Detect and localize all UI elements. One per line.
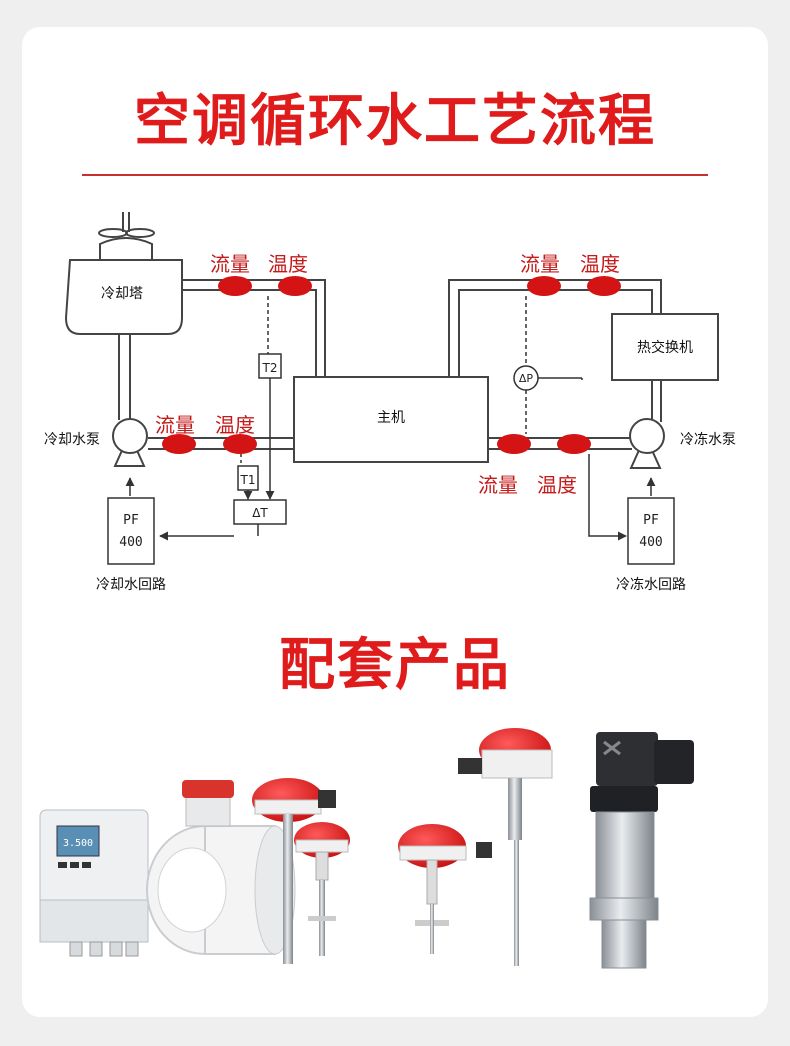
sensor-temp-bottom-left — [223, 434, 257, 454]
sensor-labels: 流量 温度 流量 温度 流量 温度 流量 温度 — [155, 252, 620, 497]
pf-left-line2: 400 — [119, 535, 142, 550]
sensor-flow-bottom-right — [497, 434, 531, 454]
label-flow-top-left: 流量 — [210, 252, 250, 276]
cooling-tower: 冷却塔 — [64, 212, 183, 335]
cooling-loop-label: 冷却水回路 — [96, 577, 166, 593]
delta-p-label: ΔP — [519, 372, 534, 385]
title-divider — [82, 174, 708, 176]
cooling-tower-label: 冷却塔 — [101, 286, 143, 302]
t1-label: T1 — [240, 473, 256, 487]
sensor-temp-top-left — [278, 276, 312, 296]
pf-right-line1: PF — [643, 513, 659, 528]
flowmeter-product: 3.500 — [39, 780, 296, 957]
pressure-differential — [513, 296, 583, 434]
sensor-flow-bottom-left — [162, 434, 196, 454]
sensor-flow-top-right — [527, 276, 561, 296]
chilled-pump: 冷冻水泵 — [629, 418, 736, 469]
pressure-transmitter-product — [589, 732, 694, 969]
cooling-pump-label: 冷却水泵 — [44, 432, 100, 448]
temperature-instrumentation — [159, 296, 287, 541]
flowmeter-display-value: 3.500 — [63, 838, 93, 849]
label-temp-bottom-left: 温度 — [215, 413, 255, 437]
label-flow-bottom-right: 流量 — [478, 473, 518, 497]
chilled-pump-label: 冷冻水泵 — [680, 431, 736, 448]
label-flow-top-right: 流量 — [520, 252, 560, 276]
chilled-loop-label: 冷冻水回路 — [616, 576, 686, 593]
temperature-sensor-product-2 — [294, 822, 350, 956]
label-temp-top-right: 温度 — [580, 252, 620, 276]
pf-left-line1: PF — [123, 513, 139, 528]
page-title: 空调循环水工艺流程 — [134, 89, 656, 154]
main-unit: 主机 — [293, 376, 489, 463]
pf400-right: PF 400 冷冻水回路 — [588, 454, 686, 593]
sensor-flow-top-left — [218, 276, 252, 296]
sensor-temp-bottom-right — [557, 434, 591, 454]
label-temp-top-left: 温度 — [268, 252, 308, 276]
label-flow-bottom-left: 流量 — [155, 413, 195, 437]
heat-exchanger: 热交换机 — [611, 313, 719, 381]
pf400-left: PF 400 冷却水回路 — [96, 477, 166, 593]
t2-label: T2 — [262, 361, 278, 375]
delta-t-label: ΔT — [252, 506, 268, 520]
heat-exchanger-label: 热交换机 — [637, 339, 693, 356]
temperature-sensor-product-1 — [252, 778, 336, 964]
pf-right-line2: 400 — [639, 535, 662, 550]
temperature-sensor-product-4 — [458, 728, 553, 966]
section-title: 配套产品 — [279, 633, 511, 698]
label-temp-bottom-right: 温度 — [537, 473, 577, 497]
sensors — [162, 276, 621, 454]
temperature-sensor-product-3 — [398, 824, 492, 954]
process-flow-diagram: 冷却塔 主机 热交换机 冷却水泵 冷冻水泵 — [44, 212, 736, 593]
cooling-pump: 冷却水泵 — [44, 418, 148, 467]
main-unit-label: 主机 — [377, 410, 405, 426]
sensor-temp-top-right — [587, 276, 621, 296]
